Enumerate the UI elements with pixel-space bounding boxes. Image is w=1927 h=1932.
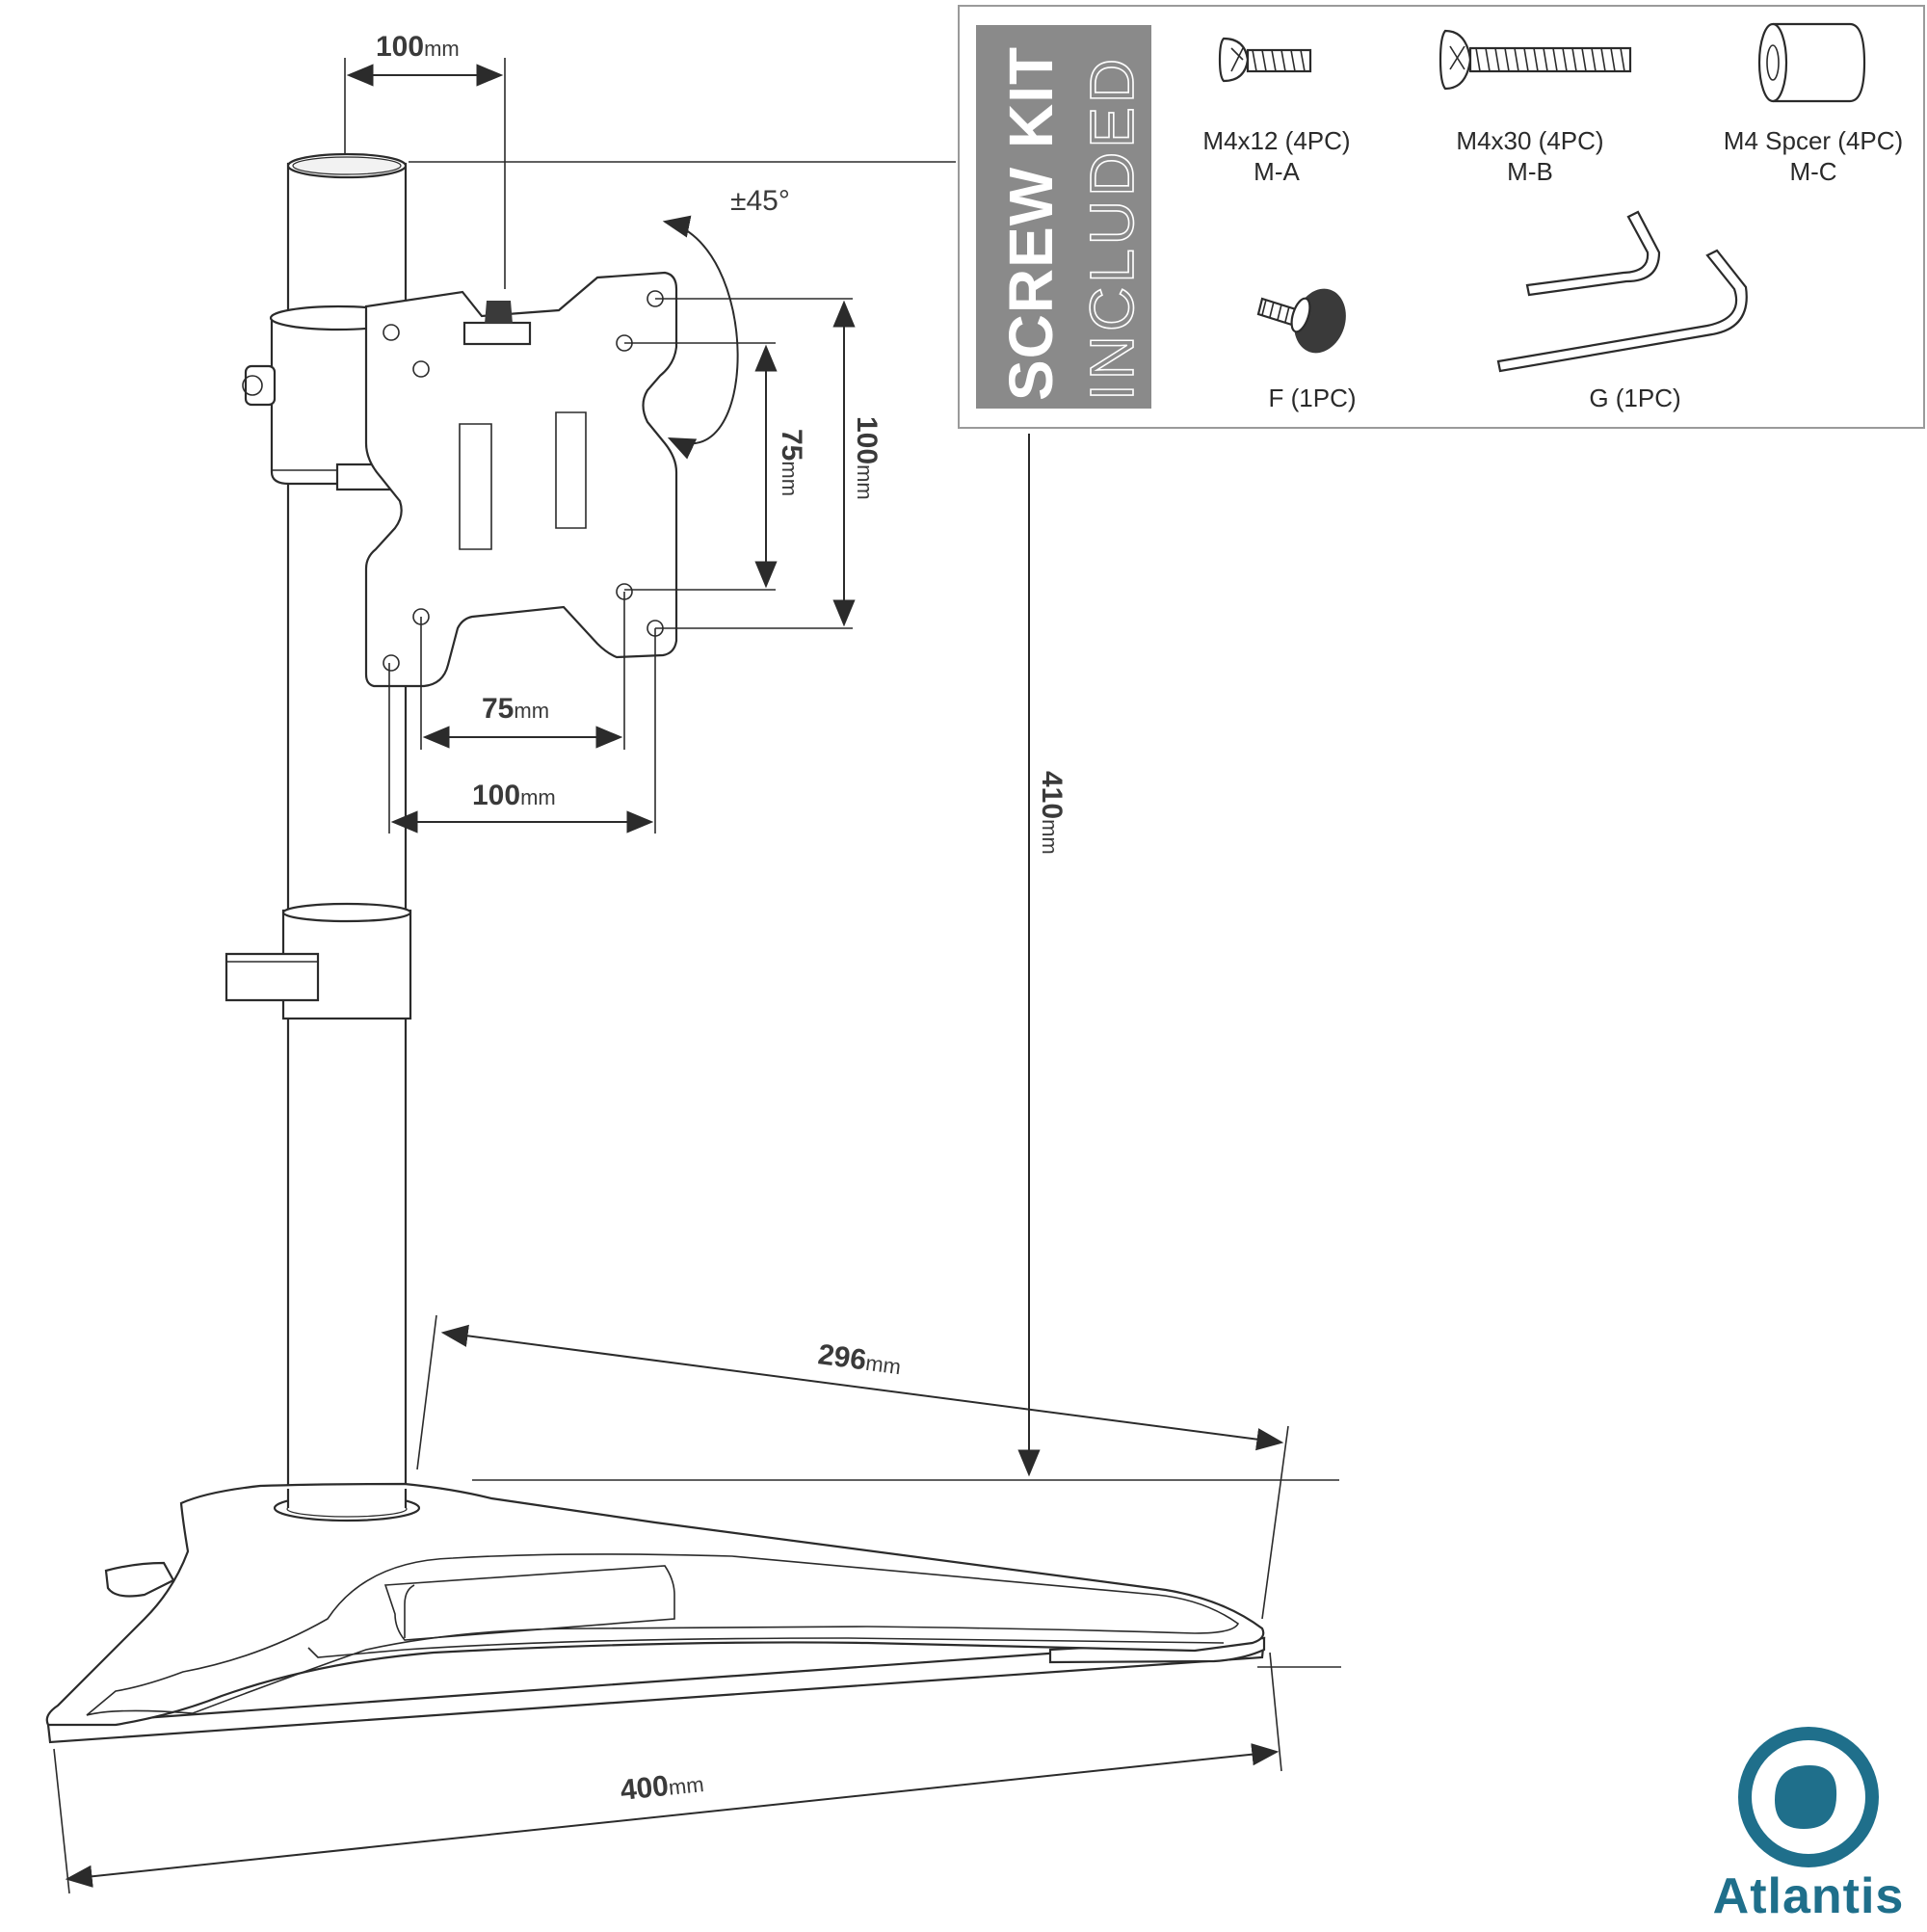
atlantis-logo bbox=[1738, 1727, 1879, 1867]
kit-item-g-name: G (1PC) bbox=[1589, 384, 1680, 412]
kit-item-m4x30-name: M4x30 (4PC) bbox=[1456, 126, 1603, 155]
base bbox=[45, 1482, 1266, 1744]
svg-text:75mm: 75mm bbox=[482, 693, 549, 725]
svg-text:400mm: 400mm bbox=[619, 1766, 705, 1807]
svg-text:100mm: 100mm bbox=[376, 31, 460, 63]
kit-item-m4x12-code: M-A bbox=[1254, 157, 1300, 186]
dim-vesa-horizontal: 75mm 100mm bbox=[388, 592, 656, 834]
kit-banner-bold: SCREW KIT bbox=[996, 46, 1066, 401]
svg-text:410mm: 410mm bbox=[1036, 771, 1068, 855]
thumb-screw-icon bbox=[1256, 288, 1346, 354]
kit-item-m4x30-code: M-B bbox=[1507, 157, 1553, 186]
screw-m4x12-icon bbox=[1218, 37, 1312, 83]
svg-text:100mm: 100mm bbox=[472, 780, 556, 811]
brand-name: Atlantis bbox=[1713, 1868, 1905, 1924]
screw-kit-panel: SCREW KIT INCLUDED M4x12 (4PC) M-A M4x30… bbox=[958, 5, 1925, 429]
svg-text:75mm: 75mm bbox=[776, 429, 807, 496]
vesa-plate bbox=[364, 271, 678, 688]
kit-item-f-name: F (1PC) bbox=[1269, 384, 1357, 412]
kit-banner-light: INCLUDED bbox=[1077, 55, 1147, 401]
dim-height: 410mm bbox=[472, 434, 1339, 1481]
svg-text:296mm: 296mm bbox=[816, 1338, 903, 1381]
dim-vesa-vertical: 75mm 100mm bbox=[624, 298, 883, 629]
rotation-label: ±45° bbox=[730, 185, 790, 217]
dim-top-offset: 100mm bbox=[344, 31, 506, 289]
clamp-bolt-icon bbox=[244, 364, 277, 407]
kit-item-spacer-name: M4 Spcer (4PC) bbox=[1724, 126, 1903, 155]
spacer-m4-icon bbox=[1757, 22, 1866, 103]
dim-base-width: 400mm bbox=[53, 1652, 1341, 1894]
cable-clip bbox=[224, 902, 412, 1020]
allen-key-icon bbox=[1496, 210, 1748, 373]
dim-base-depth: 296mm bbox=[416, 1314, 1289, 1620]
screw-m4x30-icon bbox=[1439, 29, 1632, 91]
kit-item-spacer-code: M-C bbox=[1789, 157, 1836, 186]
kit-item-m4x12-name: M4x12 (4PC) bbox=[1202, 126, 1350, 155]
rotation-arc bbox=[662, 215, 739, 460]
svg-text:100mm: 100mm bbox=[851, 416, 883, 500]
